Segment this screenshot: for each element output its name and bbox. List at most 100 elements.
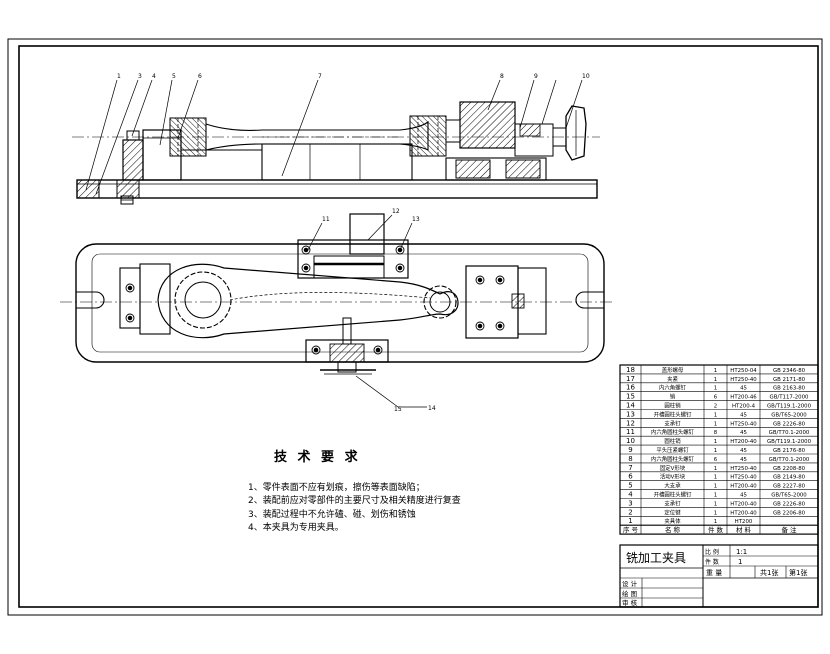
part-standard: GB/T119.1-2000 xyxy=(767,404,812,410)
part-standard: GB 2227-80 xyxy=(773,484,806,490)
part-qty: 8 xyxy=(714,430,718,436)
part-standard: GB 2226-80 xyxy=(773,501,806,507)
designer-label: 设 计 xyxy=(622,579,638,588)
part-qty: 1 xyxy=(714,386,717,392)
part-name: 夹紧 xyxy=(667,375,678,383)
part-qty: 1 xyxy=(714,412,717,418)
part-material: HT200-40 xyxy=(730,501,757,507)
part-qty: 1 xyxy=(714,421,717,427)
part-number: 13 xyxy=(626,410,635,418)
weight-label: 重 量 xyxy=(706,569,722,577)
part-name: 圆柱销 xyxy=(664,437,681,445)
note-item: 2、装配前应对零部件的主要尺寸及相关精度进行复查 xyxy=(248,496,461,507)
part-material: HT200 xyxy=(735,519,753,525)
part-name: 开槽圆柱头螺钉 xyxy=(654,410,692,418)
note-item: 4、本夹具为专用夹具。 xyxy=(248,523,344,534)
outer-border xyxy=(7,38,823,616)
part-material: HT200-4 xyxy=(732,404,756,410)
top-leaders xyxy=(307,214,427,408)
part-qty: 2 xyxy=(714,404,717,410)
part-material: 45 xyxy=(740,386,747,392)
part-material: HT200-46 xyxy=(730,395,757,401)
leader-15: 15 xyxy=(394,406,402,413)
part-number: 6 xyxy=(628,473,633,481)
scale-value: 1:1 xyxy=(736,548,747,556)
part-name: 支承钉 xyxy=(664,499,681,507)
part-name: 内六角圆柱头螺钉 xyxy=(651,428,695,436)
part-material: HT250-40 xyxy=(730,466,757,472)
part-name: 内六角螺钉 xyxy=(659,384,687,392)
part-name: 活动V形块 xyxy=(660,473,686,481)
leader-6: 6 xyxy=(198,73,202,80)
checker-label: 审 核 xyxy=(622,598,638,607)
drafter-label: 绘 图 xyxy=(622,589,637,598)
part-standard: GB/T119.1-2000 xyxy=(767,439,812,445)
top-view xyxy=(60,213,612,375)
locating-key xyxy=(116,179,140,199)
note-item: 1、零件表面不应有划痕，擦伤等表面缺陷； xyxy=(248,483,425,493)
sheets-total: 共1张 xyxy=(760,568,778,577)
part-qty: 1 xyxy=(714,519,717,525)
part-material: HT200-40 xyxy=(730,484,757,490)
part-standard: GB/T65-2000 xyxy=(771,412,807,418)
part-material: 45 xyxy=(740,412,747,418)
leader-5: 5 xyxy=(172,73,176,80)
part-number: 8 xyxy=(628,455,632,463)
part-qty: 1 xyxy=(714,377,717,383)
part-material: 45 xyxy=(740,493,747,499)
parts-header-cell: 材 料 xyxy=(736,525,752,534)
part-number: 15 xyxy=(626,393,635,401)
part-number: 2 xyxy=(628,508,632,516)
part-name: 固定V形块 xyxy=(660,464,686,472)
base-plate xyxy=(76,179,598,199)
part-standard: GB 2208-80 xyxy=(773,466,806,472)
part-qty: 1 xyxy=(714,439,717,445)
part-number: 1 xyxy=(628,517,632,525)
part-standard: GB/T70.1-2000 xyxy=(769,430,810,436)
part-name: 开槽圆柱头螺钉 xyxy=(654,491,692,499)
part-name: 圆柱销 xyxy=(664,402,681,410)
part-name: 支承钉 xyxy=(664,419,681,427)
part-standard: GB 2163-80 xyxy=(773,386,806,392)
front-view xyxy=(72,101,600,205)
scale-label: 比 例 xyxy=(705,548,719,556)
leader-7: 7 xyxy=(318,73,322,80)
part-qty: 1 xyxy=(714,510,717,516)
left-support-block xyxy=(122,139,144,181)
clamp-base xyxy=(445,157,547,181)
part-qty: 1 xyxy=(714,493,717,499)
part-name: 平头压紧螺钉 xyxy=(656,446,689,454)
part-material: HT250-40 xyxy=(730,421,757,427)
leader-12: 12 xyxy=(392,208,400,215)
part-standard: GB 2176-80 xyxy=(773,448,806,454)
part-material: HT200-40 xyxy=(730,439,757,445)
part-standard: GB/T70.1-2000 xyxy=(769,457,810,463)
rod-outline xyxy=(157,263,459,339)
part-number: 10 xyxy=(626,437,635,445)
qty-value: 1 xyxy=(738,558,742,566)
part-name: 定位键 xyxy=(664,508,681,516)
part-material: HT200-40 xyxy=(730,510,757,516)
part-qty: 6 xyxy=(714,457,718,463)
part-qty: 1 xyxy=(714,501,717,507)
rod-shank xyxy=(205,120,429,151)
title-block-text: 铣加工夹具 比 例 1:1 件 数 1 重 量 共1张 第1张 设 计 绘 图 … xyxy=(622,548,807,607)
sheet-number: 第1张 xyxy=(789,568,807,577)
part-name: 大支承 xyxy=(664,482,681,490)
part-number: 11 xyxy=(626,428,635,436)
technical-notes: 1、零件表面不应有划痕，擦伤等表面缺陷； 2、装配前应对零部件的主要尺寸及相关精… xyxy=(248,482,488,536)
leader-14: 14 xyxy=(428,405,436,412)
qty-label: 件 数 xyxy=(705,558,719,566)
center-support xyxy=(261,143,413,181)
part-number: 4 xyxy=(628,491,633,499)
part-material: 45 xyxy=(740,457,747,463)
part-standard: GB/T117-2000 xyxy=(770,395,810,401)
rod-big-end xyxy=(409,115,447,157)
note-item: 3、装配过程中不允许磕、碰、划伤和锈蚀 xyxy=(248,509,416,520)
parts-header-cell: 序 号 xyxy=(623,525,639,534)
part-number: 14 xyxy=(626,402,635,410)
top-leader-labels: 11 12 13 14 15 xyxy=(322,208,436,413)
part-number: 18 xyxy=(626,366,635,374)
drawing-title: 铣加工夹具 xyxy=(626,551,686,565)
